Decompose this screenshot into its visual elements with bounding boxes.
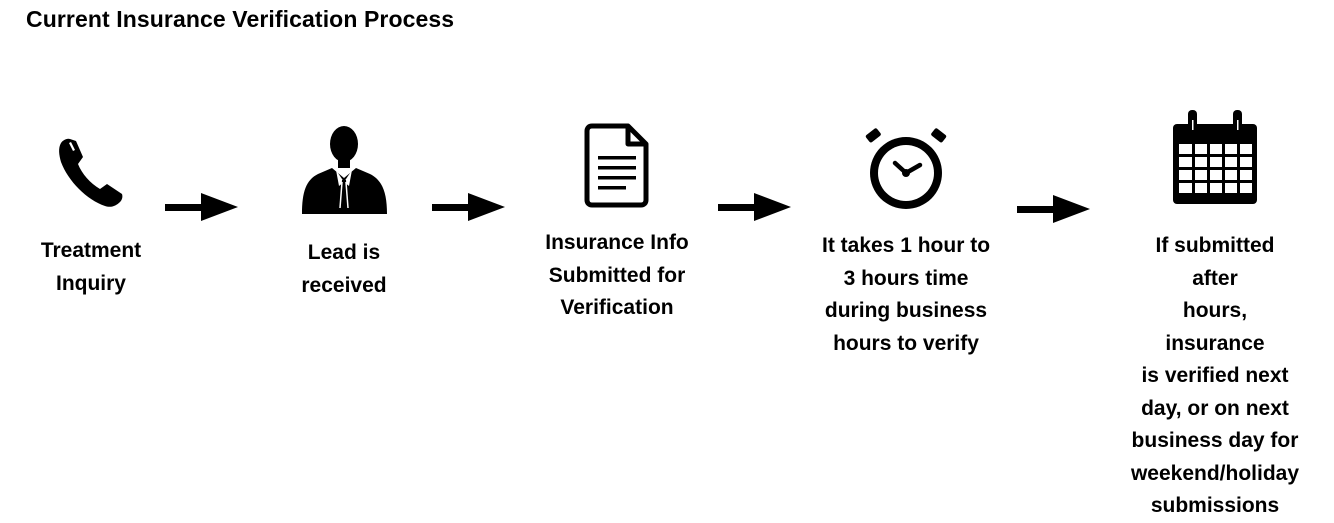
document-icon bbox=[584, 123, 649, 208]
step-label: Insurance Info Submitted for Verificatio… bbox=[545, 231, 689, 319]
stopwatch-icon bbox=[865, 128, 947, 209]
page-title: Current Insurance Verification Process bbox=[26, 6, 455, 32]
arrow-right-icon bbox=[432, 193, 505, 221]
phone-icon bbox=[59, 138, 123, 207]
arrow-right-icon bbox=[718, 193, 791, 221]
person-icon bbox=[302, 126, 387, 214]
step-label: Lead is received bbox=[301, 241, 387, 297]
step-label: Treatment Inquiry bbox=[40, 239, 142, 295]
arrow-right-icon bbox=[1017, 195, 1090, 223]
step-label: It takes 1 hour to 3 hours time during b… bbox=[821, 234, 991, 355]
calendar-icon bbox=[1173, 110, 1257, 204]
step-label: If submitted after hours, insurance is v… bbox=[1130, 234, 1300, 517]
arrow-right-icon bbox=[165, 193, 238, 221]
